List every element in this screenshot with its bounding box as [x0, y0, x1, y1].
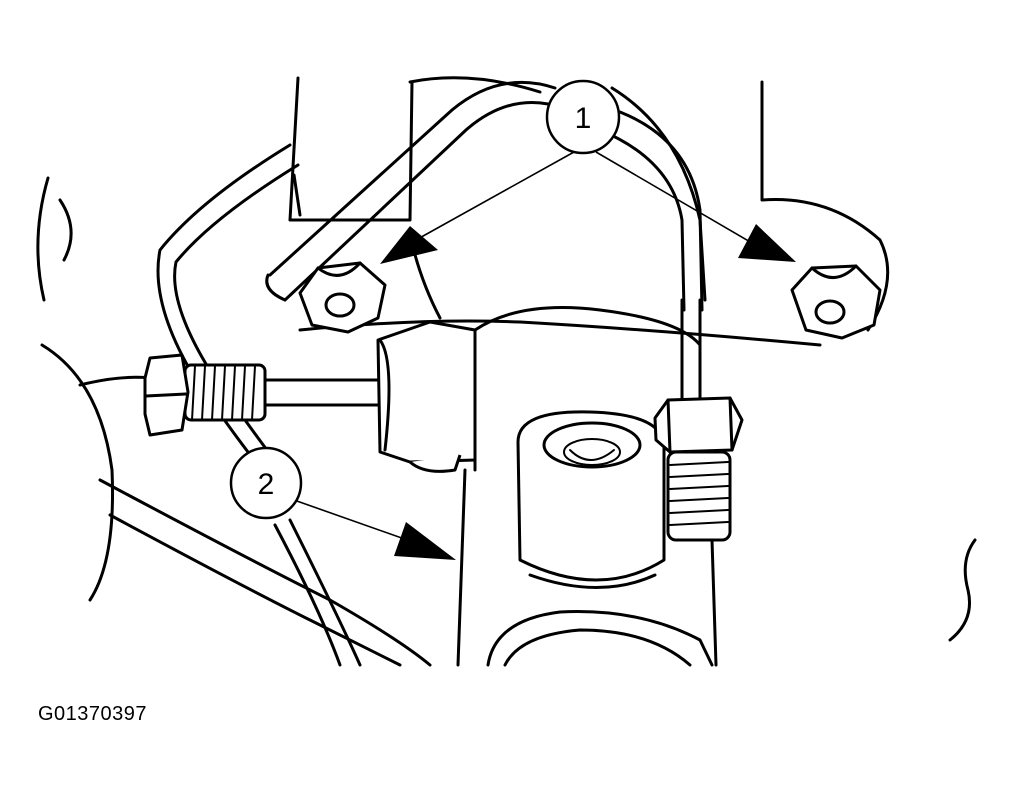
callout-2-arrow: [394, 522, 456, 560]
left-nut: [298, 261, 387, 334]
fuel-rail-block: [376, 306, 702, 473]
callout-1-arrow-left: [380, 226, 438, 264]
vertical-fitting: [653, 298, 744, 542]
upper-fuel-tube: [265, 80, 704, 312]
right-nut: [790, 264, 882, 340]
callout-1-number: 1: [575, 102, 592, 135]
callout-2-number: 2: [258, 468, 275, 501]
callout-2: 2: [229, 446, 456, 560]
callout-1: 1: [380, 79, 796, 264]
left-edge-components: [36, 176, 152, 602]
right-edge-component: [948, 538, 977, 642]
callout-1-arrow-right: [738, 224, 796, 262]
injector-port: [456, 410, 718, 667]
callout-1-circle: [545, 79, 621, 155]
figure-id-label: G01370397: [38, 703, 148, 725]
threaded-fitting: [143, 353, 382, 437]
callout-2-circle: [229, 446, 303, 520]
